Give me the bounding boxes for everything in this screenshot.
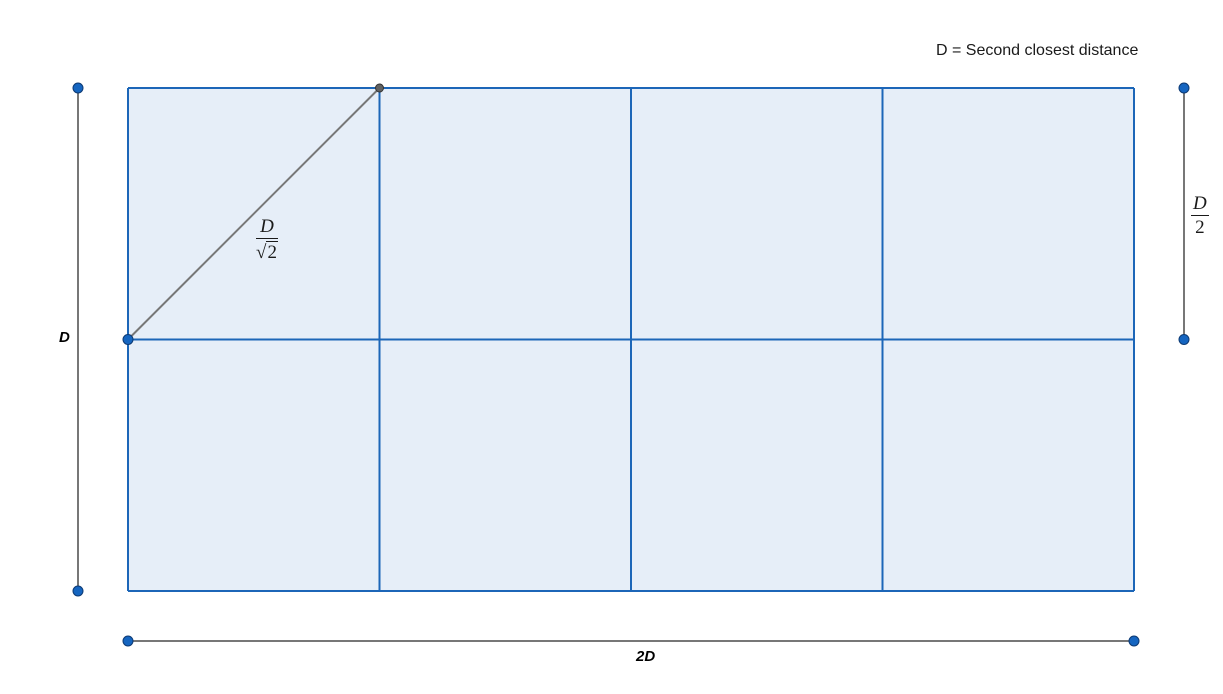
diagonal-length-label: D √ 2 <box>256 217 278 262</box>
diagonal-length-denominator: √ 2 <box>256 239 278 262</box>
fraction-bar <box>1191 215 1209 216</box>
height-label: D <box>59 329 70 346</box>
radicand: 2 <box>266 241 278 263</box>
diagonal-segment <box>127 87 381 341</box>
fraction-bar <box>256 238 278 239</box>
half-height-label: D 2 <box>1191 194 1209 237</box>
square-root-symbol: √ <box>256 242 267 263</box>
half-height-dimension-top-point <box>1178 82 1190 94</box>
width-label: 2D <box>636 648 656 665</box>
definition-note: D = Second closest distance <box>936 42 1139 59</box>
height-dimension-top-point <box>72 82 84 94</box>
diagonal-start-point <box>122 334 134 345</box>
diagonal-end-point <box>375 83 384 93</box>
height-dimension-bottom-point <box>72 585 84 597</box>
half-height-denominator: 2 <box>1195 217 1205 238</box>
width-dimension-left-point <box>122 635 134 647</box>
diagonal-length-numerator: D <box>260 216 274 237</box>
width-dimension-right-point <box>1128 635 1140 647</box>
half-height-dimension-bottom-point <box>1178 334 1190 345</box>
half-height-numerator: D <box>1193 193 1207 214</box>
